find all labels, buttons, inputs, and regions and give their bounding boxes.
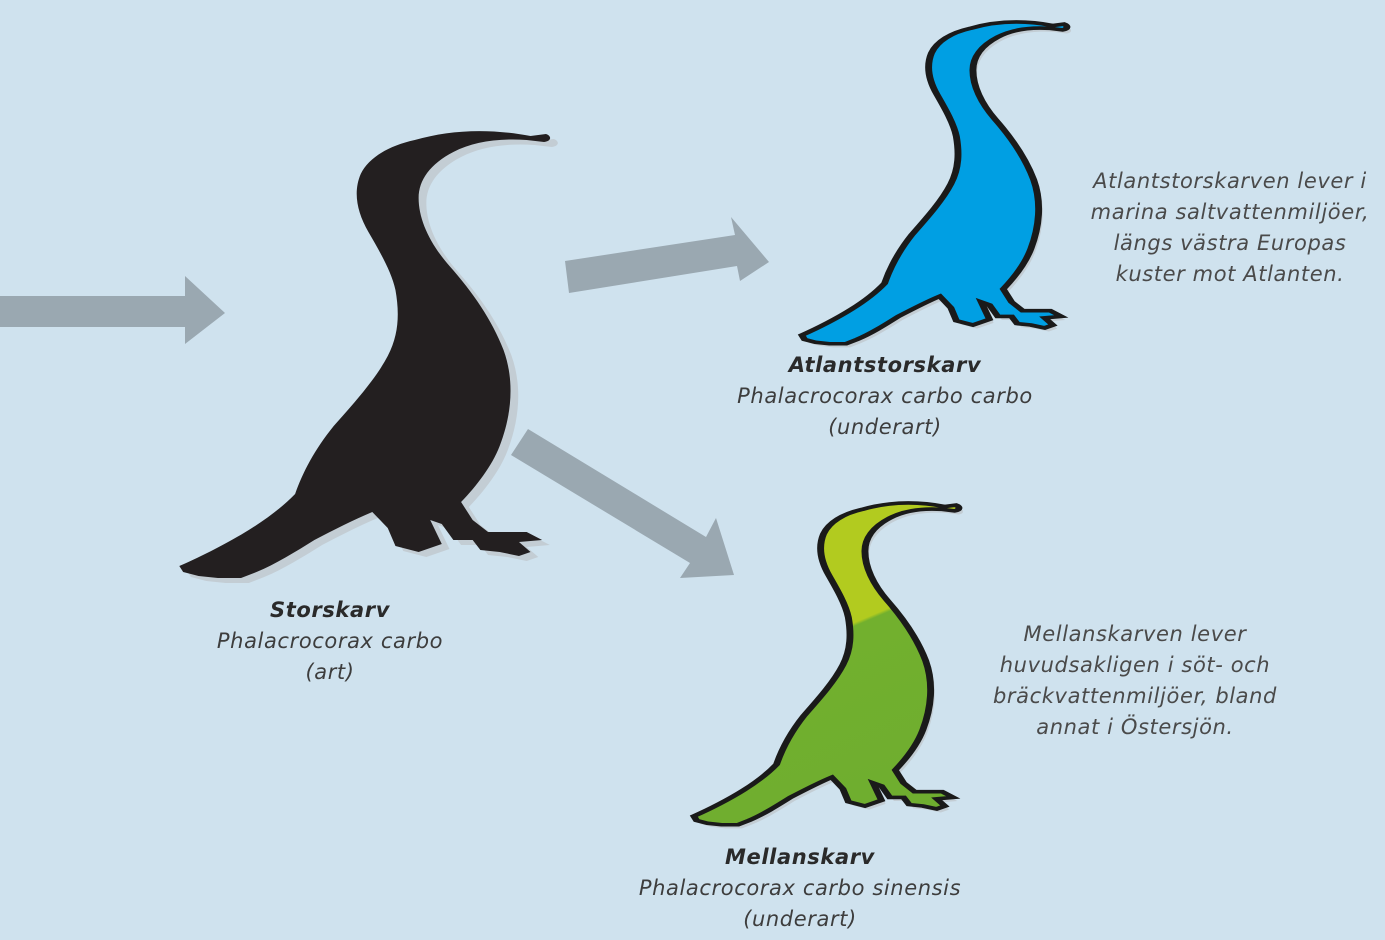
middle-description: Mellanskarven lever huvudsakligen i söt-… (975, 619, 1295, 743)
atlantic-bird-silhouette (802, 22, 1067, 344)
middle-latin: Phalacrocorax carbo sinensis (610, 873, 990, 904)
arrow-to-atlantic (565, 217, 769, 293)
species-latin: Phalacrocorax carbo (190, 626, 470, 657)
middle-description-line: annat i Östersjön. (975, 712, 1295, 743)
atlantic-description-line: marina saltvattenmiljöer, (1075, 197, 1385, 228)
atlantic-latin: Phalacrocorax carbo carbo (715, 381, 1055, 412)
atlantic-rank: (underart) (715, 412, 1055, 443)
atlantic-description-line: kuster mot Atlanten. (1075, 259, 1385, 290)
middle-description-line: bräckvattenmiljöer, bland (975, 681, 1295, 712)
atlantic-name: Atlantstorskarv (715, 350, 1055, 381)
atlantic-caption: Atlantstorskarv Phalacrocorax carbo carb… (715, 350, 1055, 443)
atlantic-description: Atlantstorskarven lever i marina saltvat… (1075, 166, 1385, 290)
middle-rank: (underart) (610, 904, 990, 935)
atlantic-description-line: Atlantstorskarven lever i (1075, 166, 1385, 197)
species-caption: Storskarv Phalacrocorax carbo (art) (190, 595, 470, 688)
arrow-into-species (0, 276, 225, 344)
species-name: Storskarv (190, 595, 470, 626)
middle-caption: Mellanskarv Phalacrocorax carbo sinensis… (610, 842, 990, 935)
middle-bird-silhouette (694, 503, 959, 825)
species-rank: (art) (190, 657, 470, 688)
species-bird-silhouette (179, 131, 550, 578)
middle-description-line: huvudsakligen i söt- och (975, 650, 1295, 681)
middle-name: Mellanskarv (610, 842, 990, 873)
arrow-to-middle (511, 429, 734, 578)
middle-description-line: Mellanskarven lever (975, 619, 1295, 650)
atlantic-description-line: längs västra Europas (1075, 228, 1385, 259)
